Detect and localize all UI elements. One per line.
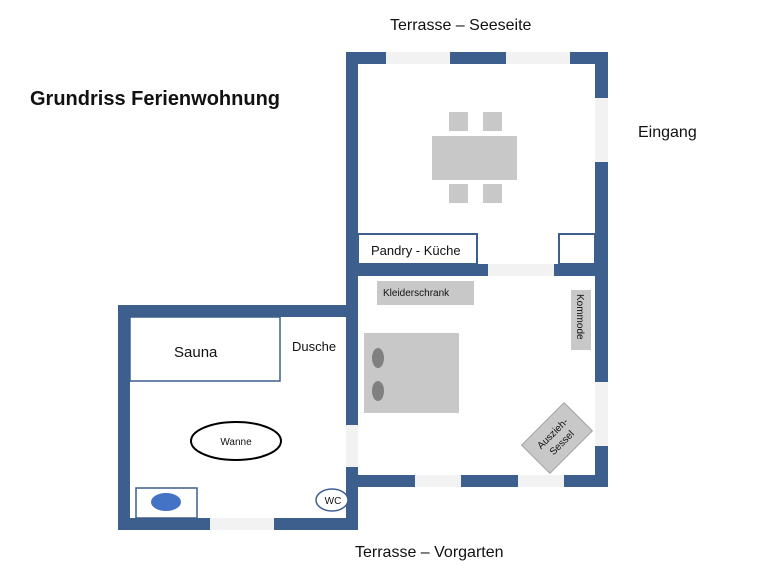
wardrobe (377, 281, 474, 305)
door-bathroom[interactable] (346, 425, 358, 467)
chair (449, 112, 468, 131)
bed (364, 333, 459, 413)
sauna (129, 316, 281, 382)
window-garden-1 (415, 475, 461, 487)
kitchen-cabinet (558, 233, 596, 265)
bathtub (190, 421, 282, 461)
window-garden-2 (518, 475, 564, 487)
bathtub-label: Wanne (220, 437, 252, 448)
window-lake-2 (506, 52, 570, 64)
sofa-bed: Auszieh- Sessel (520, 401, 594, 475)
wc (315, 488, 349, 512)
label-entrance: Eingang (638, 124, 697, 141)
pantry-kitchen (357, 233, 478, 265)
dining-set (432, 112, 517, 203)
sauna-label: Sauna (174, 344, 218, 361)
pantry-kitchen-label: Pandry - Küche (371, 243, 461, 258)
label-terrace-lake: Terrasse – Seeseite (390, 17, 532, 34)
shower-label: Dusche (292, 339, 336, 354)
entrance-door[interactable] (595, 98, 608, 162)
plan-title: Grundriss Ferienwohnung (30, 88, 280, 110)
door-bedroom[interactable] (488, 264, 554, 276)
window-lake-1 (386, 52, 450, 64)
pillow (372, 348, 384, 368)
chair (483, 184, 502, 203)
wardrobe-label: Kleiderschrank (383, 288, 450, 299)
dresser-label: Kommode (574, 294, 585, 340)
openings (210, 52, 608, 530)
pillow (372, 381, 384, 401)
walls (118, 52, 608, 530)
dining-table (432, 136, 517, 180)
chair (449, 184, 468, 203)
sink (151, 493, 181, 511)
label-terrace-garden: Terrasse – Vorgarten (355, 544, 504, 561)
chair (483, 112, 502, 131)
window-bedroom-side (595, 382, 608, 446)
wc-label: WC (325, 496, 342, 507)
window-bathroom (210, 518, 274, 530)
dresser (571, 290, 591, 350)
